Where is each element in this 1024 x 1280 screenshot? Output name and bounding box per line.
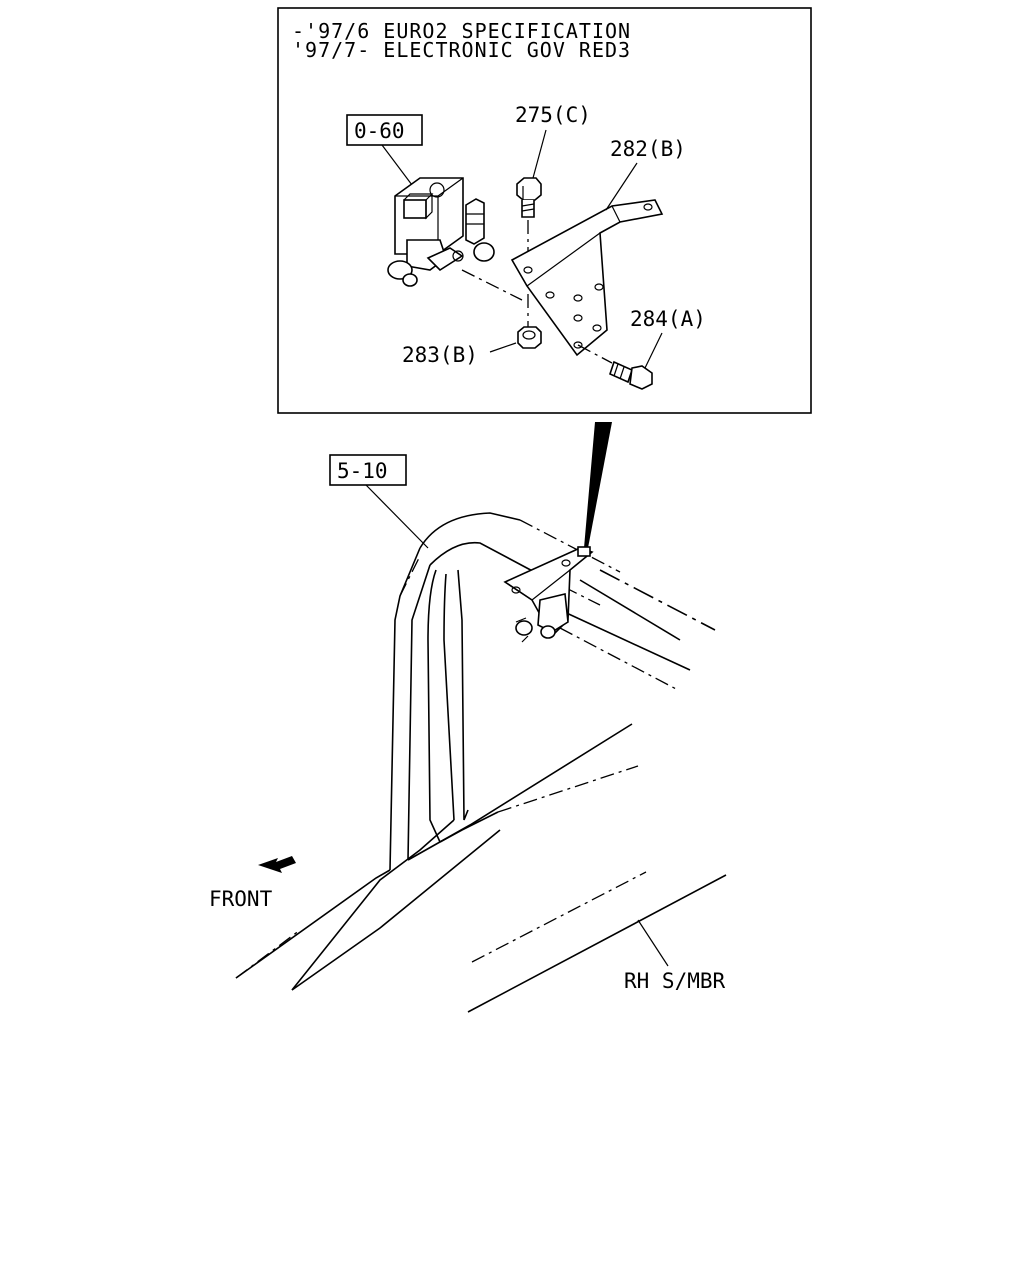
valve-ref-box: [346, 114, 423, 146]
main-view: 5-10: [209, 454, 727, 1013]
callout-275c: 275(C): [515, 103, 591, 127]
front-label: FRONT: [209, 887, 273, 911]
callout-282b: 282(B): [610, 137, 686, 161]
valve-ref-label: 0-60: [354, 119, 405, 143]
side-member-label: RH S/MBR: [624, 969, 726, 993]
detail-header-line2: '97/7- ELECTRONIC GOV RED3: [292, 38, 631, 62]
frame-rails: [235, 723, 727, 1013]
bolt-284a: [577, 344, 653, 390]
bracket-282b: [510, 199, 664, 357]
side-member-leader: [637, 919, 669, 967]
detail-pointer: [584, 422, 612, 548]
front-arrow-icon: [258, 856, 296, 873]
leader-283b: [489, 342, 517, 353]
leader-282b: [605, 162, 638, 211]
callout-284a: 284(A): [630, 307, 706, 331]
leader-275c: [532, 129, 547, 179]
mounted-bracket: [503, 546, 594, 643]
pipe-leader: [365, 484, 429, 549]
nut-283b: [517, 294, 542, 349]
pipe-ref-label: 5-10: [337, 459, 388, 483]
callout-283b: 283(B): [402, 343, 478, 367]
detail-inset: -'97/6 EURO2 SPECIFICATION '97/7- ELECTR…: [277, 7, 812, 414]
leader-284a: [644, 332, 663, 369]
detail-frame: [277, 7, 812, 414]
detail-header-line1: -'97/6 EURO2 SPECIFICATION: [292, 19, 631, 43]
solenoid-valve: [387, 177, 495, 287]
assembly-line: [461, 269, 523, 301]
pipe-ref-box: [329, 454, 407, 486]
